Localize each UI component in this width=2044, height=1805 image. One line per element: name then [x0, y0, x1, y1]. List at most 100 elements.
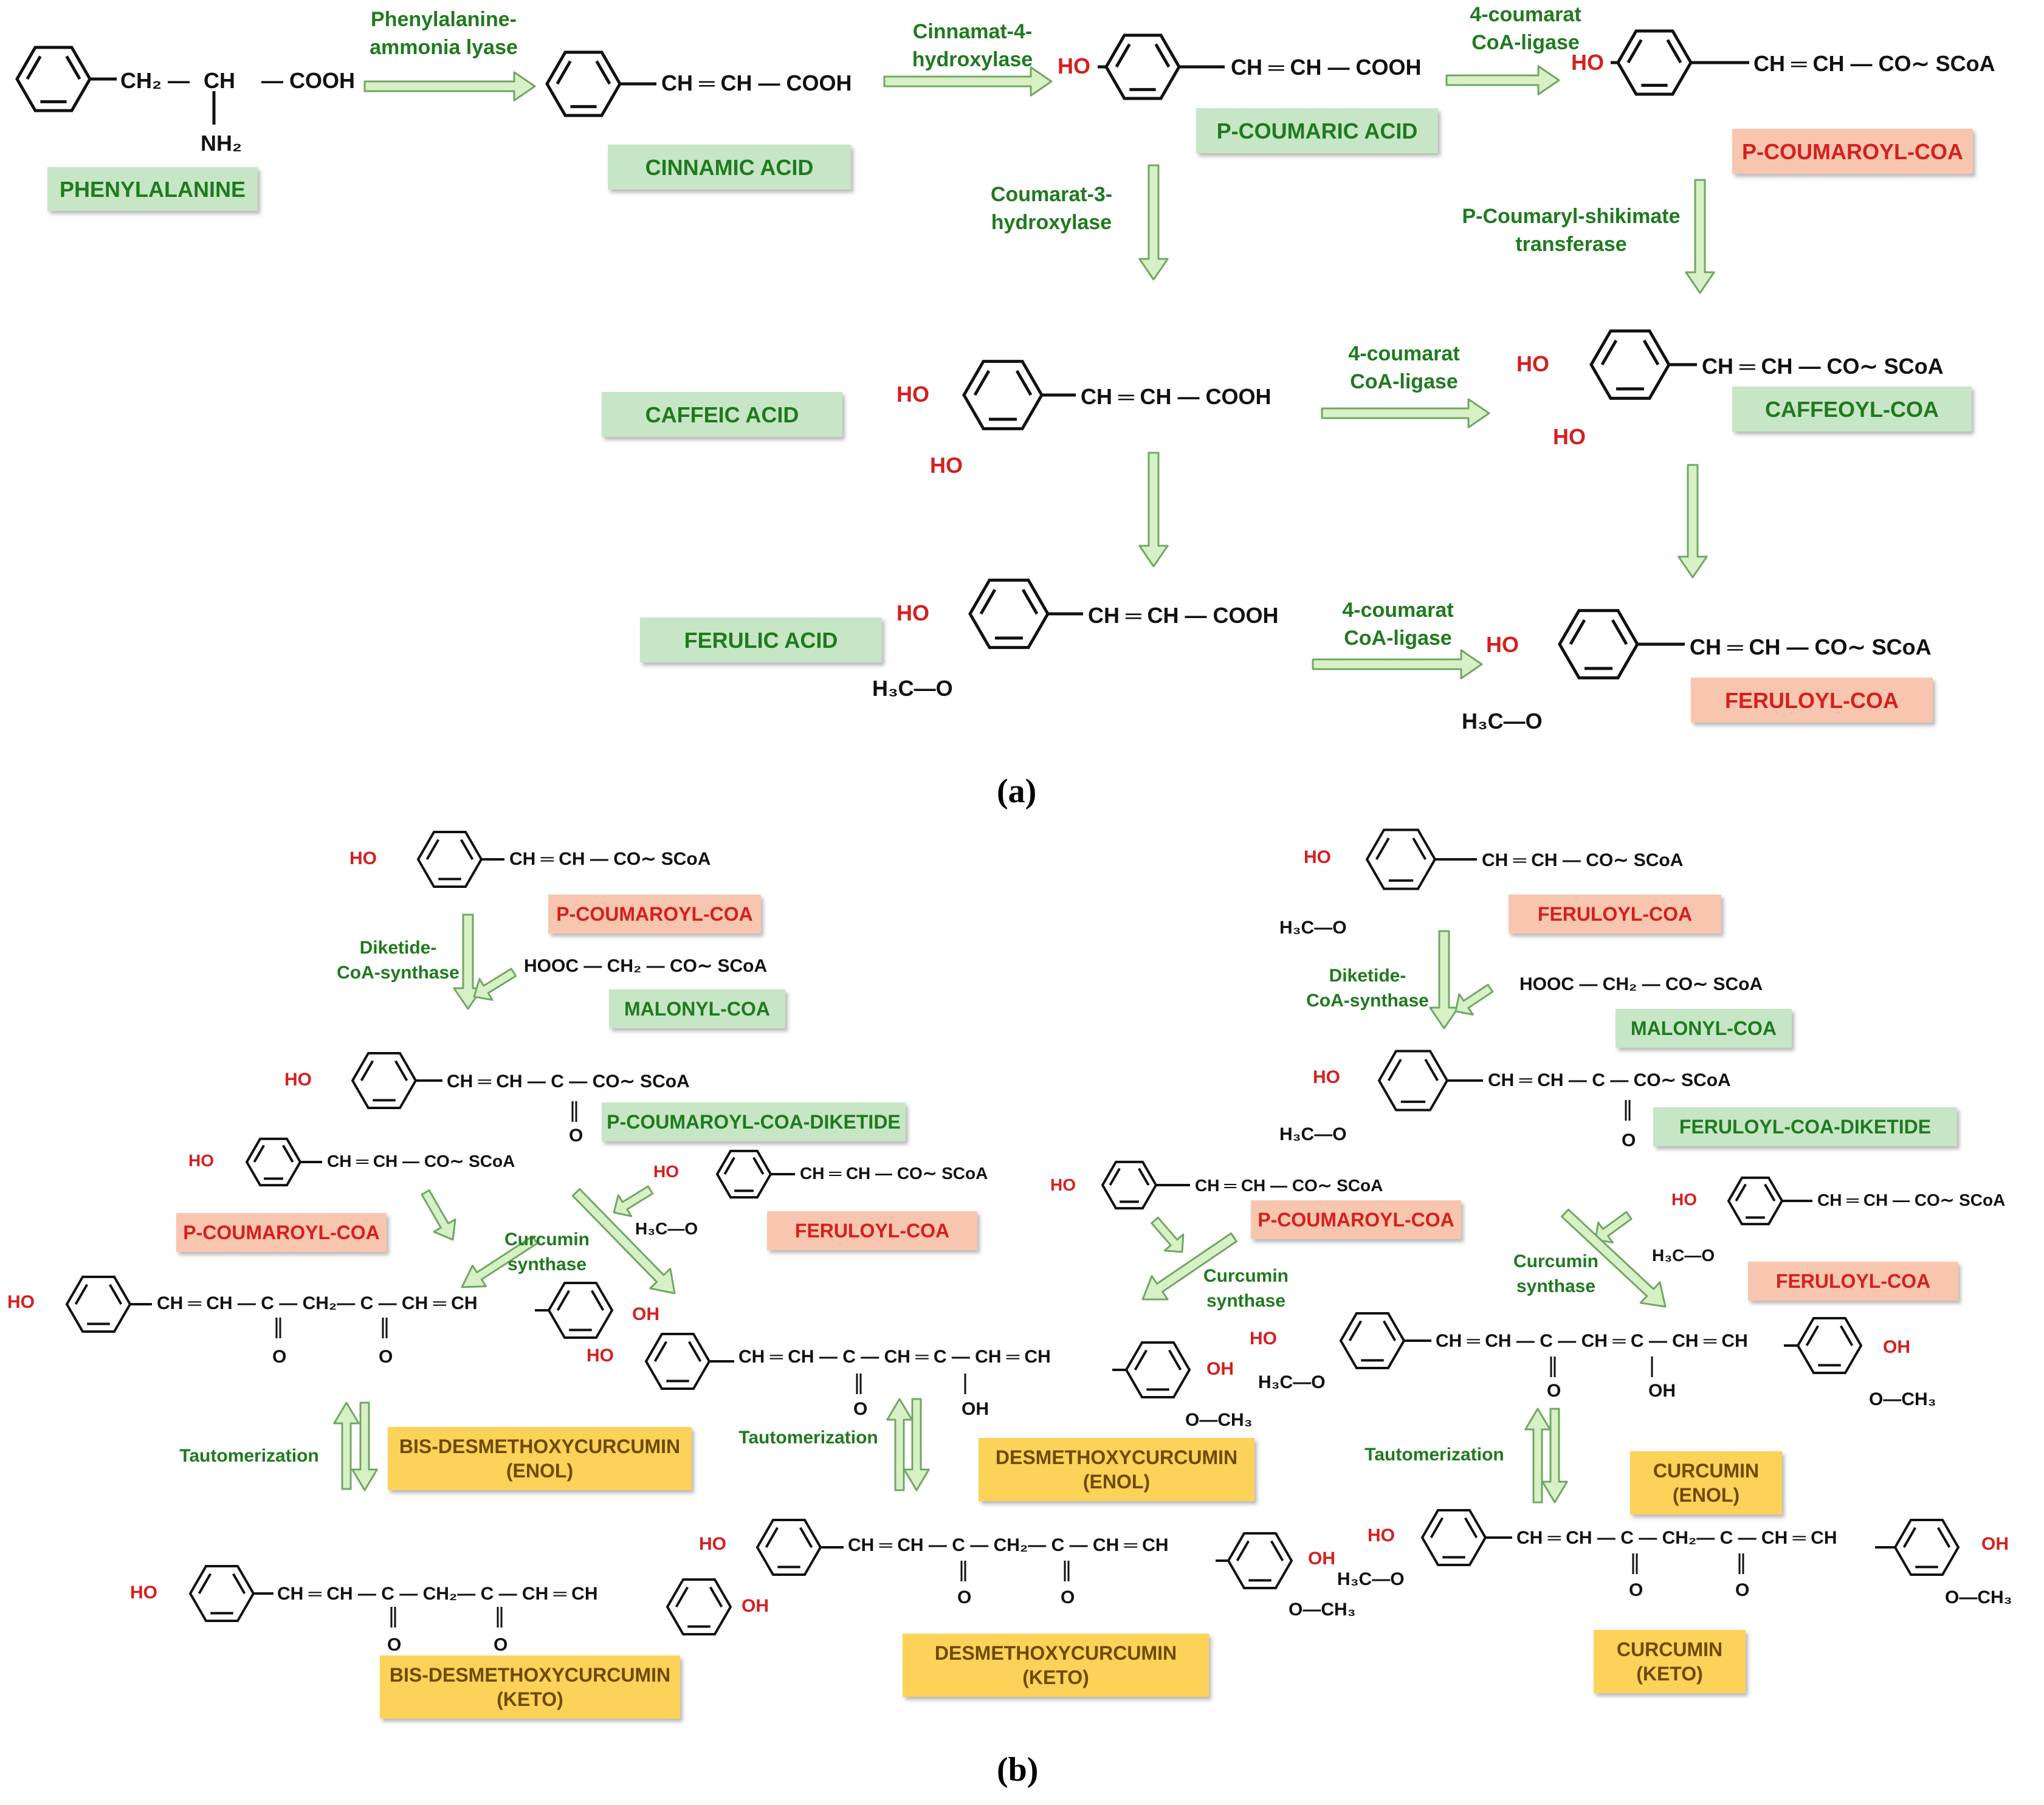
- reaction-arrow: [1454, 983, 1494, 1016]
- reaction-arrow: [1594, 1211, 1633, 1243]
- phenylalanine-ch2: CH₂ —: [120, 68, 190, 93]
- caffeoyl-chain: CH ═ CH — CO∼ SCoA: [1702, 354, 1944, 379]
- reaction-arrow: [1138, 164, 1169, 281]
- bdmc-enol-label: BIS-DESMETHOXYCURCUMIN (ENOL): [388, 1427, 692, 1490]
- aromatic-bond: [1168, 1349, 1182, 1370]
- aromatic-bond: [360, 1060, 374, 1082]
- cur-enol-h3co-left: H₃C—O: [1258, 1372, 1326, 1392]
- b-malonyl-coa-label-2: MALONYL-COA: [1616, 1009, 1792, 1048]
- dmc-enol-o: O: [853, 1399, 868, 1419]
- ferulic-h3co: H₃C—O: [872, 676, 953, 701]
- caffeoyl-coa-label: CAFFEOYL-COA: [1732, 387, 1972, 431]
- dmc-keto-o1: O: [957, 1587, 972, 1607]
- caffeoyl-ho-top: HO: [1516, 351, 1549, 376]
- cur-enol-line2: (ENOL): [1672, 1484, 1740, 1506]
- ferulic-chain: CH ═ CH — COOH: [1088, 603, 1279, 628]
- aromatic-bond: [74, 1284, 89, 1305]
- p-coumaroyl-chain: CH ═ CH — CO∼ SCoA: [1753, 51, 1995, 76]
- aromatic-bond: [1764, 1183, 1776, 1202]
- b-fcoa2-h3co: H₃C—O: [1652, 1246, 1715, 1265]
- cur-keto-och3: O—CH₃: [1945, 1587, 2012, 1607]
- dmc-keto-chain: CH ═ CH — C — CH₂— C — CH ═ CH: [848, 1535, 1169, 1555]
- aromatic-bond: [556, 60, 572, 85]
- benzene-ring: [15, 46, 92, 112]
- cur-keto-ho-left: HO: [1368, 1525, 1395, 1545]
- enzyme-c3h: Coumarat-3- hydroxylase: [990, 183, 1113, 234]
- p-coumaric-acid-label: P-COUMARIC ACID: [1196, 108, 1438, 153]
- aromatic-bond: [799, 1527, 813, 1548]
- enzyme-taut-2: Tautomerization: [738, 1428, 878, 1448]
- b-p-coumaroyl-coa-label: P-COUMAROYL-COA: [548, 895, 761, 933]
- bdmc-enol-line2: (ENOL): [506, 1460, 574, 1482]
- reaction-arrow: [351, 1401, 378, 1491]
- aromatic-bond: [752, 1157, 765, 1175]
- enzyme-curs-3: Curcumin synthase: [1513, 1251, 1598, 1296]
- reaction-arrow: [1138, 452, 1169, 568]
- cur-keto-o2: O: [1735, 1580, 1750, 1600]
- aromatic-bond: [590, 1290, 605, 1311]
- benzene-ring: [351, 1052, 418, 1109]
- bdmc-keto-o1: O: [387, 1635, 402, 1655]
- aromatic-bond: [1348, 1320, 1363, 1341]
- dmc-enol-och3: O—CH₃: [1185, 1410, 1253, 1430]
- b-fdik-chain: CH ═ CH — C — CO∼ SCoA: [1488, 1070, 1731, 1090]
- p-coumaroyl-coa-label: P-COUMAROYL-COA: [1732, 129, 1973, 174]
- b-feruloyl-coa-diketide-label: FERULOYL-COA-DIKETIDE: [1653, 1107, 1957, 1146]
- aromatic-bond: [65, 55, 81, 80]
- b-pdik-o: O: [569, 1126, 583, 1146]
- aromatic-bond: [709, 1586, 723, 1607]
- aromatic-bond: [1626, 39, 1643, 64]
- aromatic-bond: [1412, 837, 1427, 861]
- dmc-enol-ho: HO: [587, 1346, 614, 1366]
- aromatic-bond: [1569, 619, 1586, 645]
- feruloyl-h3co: H₃C—O: [1462, 709, 1543, 734]
- cur-enol-label: CURCUMIN (ENOL): [1630, 1451, 1782, 1514]
- aromatic-bond: [108, 1284, 123, 1305]
- cur-keto-label: CURCUMIN (KETO): [1594, 1630, 1746, 1693]
- b-fdik-o: O: [1622, 1130, 1636, 1150]
- panel-b-label: (b): [997, 1751, 1039, 1789]
- enzyme-4cl-2: 4-coumarat CoA-ligase: [1348, 342, 1460, 393]
- dmc-enol-line1: DESMETHOXYCURCUMIN: [995, 1446, 1238, 1468]
- b-fdik-h3co: H₃C—O: [1279, 1124, 1347, 1144]
- aromatic-bond: [1382, 1320, 1397, 1341]
- cur-enol-och3: O—CH₃: [1869, 1389, 1936, 1409]
- dmc-enol-label: DESMETHOXYCURCUMIN (ENOL): [979, 1438, 1254, 1501]
- aromatic-bond: [1138, 1167, 1150, 1186]
- reaction-arrow: [1685, 179, 1715, 294]
- aromatic-bond: [232, 1573, 246, 1594]
- b-fcoa2-chain: CH ═ CH — CO∼ SCoA: [1817, 1191, 2006, 1209]
- dmc-enol-line2: (ENOL): [1082, 1471, 1151, 1493]
- bdmc-enol-chain: CH ═ CH — C — CH₂— C — CH ═ CH: [157, 1293, 478, 1313]
- dmc-enol-oh: OH: [1206, 1359, 1234, 1379]
- reaction-arrow: [1561, 1208, 1667, 1308]
- reaction-arrow: [461, 1235, 539, 1288]
- aromatic-bond: [1115, 43, 1131, 68]
- benzene-ring: [188, 1565, 255, 1622]
- aromatic-bond: [1642, 339, 1660, 366]
- aromatic-bond: [253, 1144, 265, 1163]
- b-malonyl-coa-label-1: MALONYL-COA: [609, 989, 785, 1028]
- dmc-keto-oh: OH: [1308, 1549, 1335, 1569]
- aromatic-bond: [1839, 1325, 1854, 1346]
- cur-keto-line2: (KETO): [1636, 1663, 1703, 1685]
- cur-enol-o: O: [1547, 1381, 1561, 1401]
- dmc-keto-line2: (KETO): [1022, 1666, 1089, 1688]
- caffeic-ho-top: HO: [896, 382, 929, 407]
- aromatic-bond: [973, 370, 991, 396]
- enzyme-dcs-1: Diketide- CoA-synthase: [337, 938, 459, 983]
- aromatic-bond: [26, 55, 42, 80]
- b-pcoa2-chain: CH ═ CH — CO∼ SCoA: [327, 1152, 515, 1171]
- phenylalanine-cooh: — COOH: [261, 68, 356, 93]
- benzene-ring: [1558, 609, 1639, 679]
- aromatic-bond: [1611, 619, 1628, 645]
- aromatic-bond: [1464, 1517, 1478, 1538]
- enzyme-hct: P-Coumaryl-shikimate transferase: [1462, 205, 1681, 256]
- phenylalanine-ch: CH: [204, 68, 235, 93]
- benzene-ring: [1420, 1509, 1487, 1566]
- reaction-arrow: [883, 66, 1053, 97]
- b-feruloyl-coa-label-1: FERULOYL-COA: [767, 1211, 977, 1250]
- ferulic-acid-label: FERULIC ACID: [640, 617, 882, 662]
